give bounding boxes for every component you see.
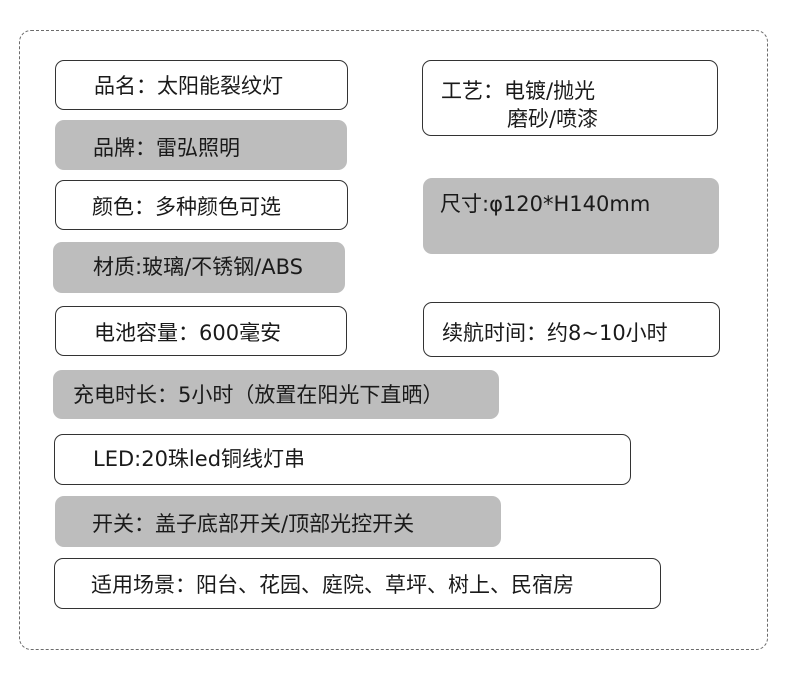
battery-box: 电池容量：600毫安 — [55, 306, 347, 356]
product-name-box: 品名：太阳能裂纹灯 — [55, 60, 348, 110]
product-name-text: 品名：太阳能裂纹灯 — [94, 74, 283, 98]
size-box: 尺寸:φ120*H140mm — [423, 178, 719, 254]
color-box: 颜色：多种颜色可选 — [55, 180, 348, 230]
spec-sheet-frame — [19, 30, 768, 650]
scenes-text: 适用场景：阳台、花园、庭院、草坪、树上、民宿房 — [91, 573, 574, 597]
battery-text: 电池容量：600毫安 — [94, 321, 282, 345]
color-text: 颜色：多种颜色可选 — [92, 195, 281, 219]
switch-text: 开关：盖子底部开关/顶部光控开关 — [92, 512, 415, 536]
material-text: 材质:玻璃/不锈钢/ABS — [93, 255, 303, 279]
endurance-box: 续航时间：约8~10小时 — [423, 302, 720, 357]
craft-text-line2: 磨砂/喷漆 — [507, 107, 599, 131]
endurance-text: 续航时间：约8~10小时 — [442, 321, 668, 345]
led-box: LED:20珠led铜线灯串 — [54, 434, 631, 485]
material-box: 材质:玻璃/不锈钢/ABS — [53, 242, 345, 293]
charging-box: 充电时长：5小时（放置在阳光下直晒） — [53, 370, 499, 419]
brand-box: 品牌：雷弘照明 — [55, 120, 347, 170]
craft-text-line1: 工艺：电镀/抛光 — [441, 79, 596, 103]
size-text: 尺寸:φ120*H140mm — [440, 192, 651, 216]
charging-text: 充电时长：5小时（放置在阳光下直晒） — [73, 383, 444, 407]
led-text: LED:20珠led铜线灯串 — [93, 447, 306, 471]
brand-text: 品牌：雷弘照明 — [93, 136, 240, 160]
switch-box: 开关：盖子底部开关/顶部光控开关 — [55, 496, 501, 547]
craft-box: 工艺：电镀/抛光 磨砂/喷漆 — [422, 60, 718, 136]
scenes-box: 适用场景：阳台、花园、庭院、草坪、树上、民宿房 — [54, 558, 661, 609]
